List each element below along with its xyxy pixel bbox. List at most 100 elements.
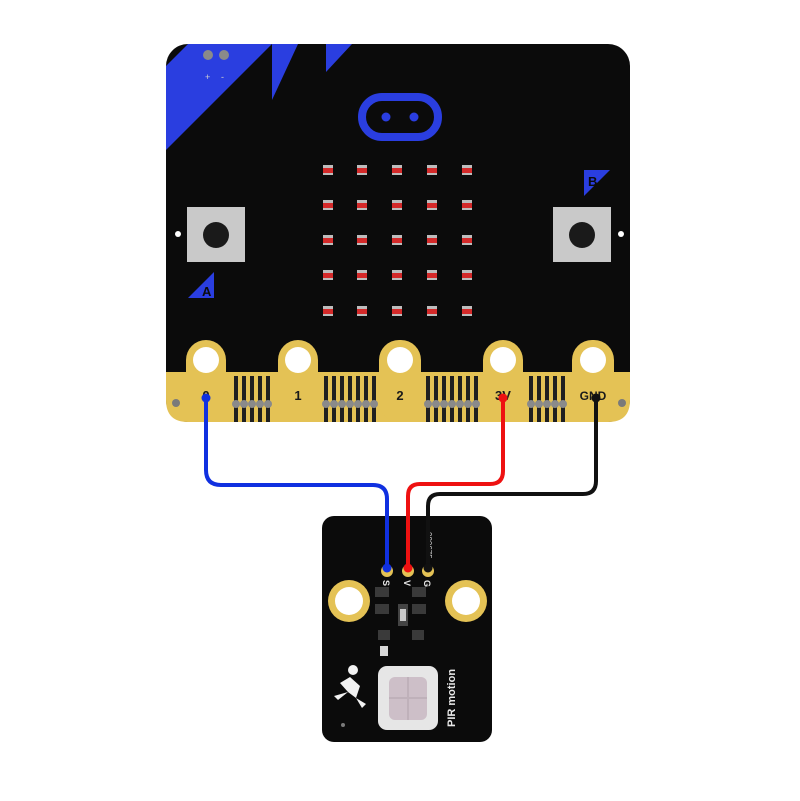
- led-glow-1-1: [357, 203, 367, 208]
- edge-finger-contact: [440, 400, 448, 408]
- edge-finger-contact: [240, 400, 248, 408]
- edge-finger: [258, 376, 262, 422]
- led-glow-3-1: [357, 273, 367, 278]
- edge-finger-contact: [559, 400, 567, 408]
- edge-finger: [545, 376, 549, 422]
- edge-finger-contact: [424, 400, 432, 408]
- led-glow-4-2: [392, 309, 402, 314]
- edge-finger-contact: [543, 400, 551, 408]
- edge-finger-contact: [448, 400, 456, 408]
- led-glow-0-1: [357, 168, 367, 173]
- led-glow-1-2: [392, 203, 402, 208]
- led-glow-4-0: [323, 309, 333, 314]
- edge-finger-contact: [264, 400, 272, 408]
- edge-finger-contact: [354, 400, 362, 408]
- edge-finger-contact: [535, 400, 543, 408]
- edge-connector: [166, 340, 630, 422]
- wire-gnd: [426, 396, 598, 571]
- led-glow-4-1: [357, 309, 367, 314]
- edge-finger-contact: [456, 400, 464, 408]
- edge-finger: [364, 376, 368, 422]
- led-glow-2-0: [323, 238, 333, 243]
- edge-finger-contact: [551, 400, 559, 408]
- sensor-pin-v: V: [402, 580, 412, 586]
- wire-gnd-end-sensor: [423, 563, 433, 573]
- led-glow-1-4: [462, 203, 472, 208]
- microbit-board: + - A B: [166, 44, 630, 422]
- edge-finger: [372, 376, 376, 422]
- edge-finger: [324, 376, 328, 422]
- led-glow-3-0: [323, 273, 333, 278]
- wire-3v: [406, 396, 505, 571]
- edge-finger: [434, 376, 438, 422]
- led-matrix: [323, 165, 472, 316]
- wires: [201, 393, 601, 573]
- edge-finger-contact: [527, 400, 535, 408]
- edge-finger: [537, 376, 541, 422]
- edge-finger-contact: [322, 400, 330, 408]
- edge-finger-contact: [432, 400, 440, 408]
- blue-corner-accent: [166, 44, 272, 150]
- edge-finger: [561, 376, 565, 422]
- edge-finger: [474, 376, 478, 422]
- edge-finger: [348, 376, 352, 422]
- led-glow-1-3: [427, 203, 437, 208]
- led-glow-2-1: [357, 238, 367, 243]
- edge-finger-contact: [232, 400, 240, 408]
- edge-finger: [266, 376, 270, 422]
- edge-finger: [340, 376, 344, 422]
- edge-finger: [234, 376, 238, 422]
- wire-3v-end-board: [498, 393, 508, 403]
- wire-signal: [204, 396, 389, 571]
- edge-finger-contact: [256, 400, 264, 408]
- power-plus-label: +: [205, 72, 210, 82]
- led-glow-3-2: [392, 273, 402, 278]
- button-b-label: B: [588, 174, 597, 189]
- microbit-logo: [358, 93, 442, 141]
- button-a-label: A: [202, 284, 212, 299]
- wire-gnd-end-board: [591, 393, 601, 403]
- led-glow-2-3: [427, 238, 437, 243]
- edge-finger: [442, 376, 446, 422]
- blue-stripe-2: [326, 44, 352, 72]
- blue-stripe-1: [272, 44, 298, 100]
- led-glow-4-3: [427, 309, 437, 314]
- edge-finger: [332, 376, 336, 422]
- edge-finger-contact: [346, 400, 354, 408]
- led-glow-4-4: [462, 309, 472, 314]
- sensor-pin-s: S: [381, 580, 391, 586]
- wire-signal-end-sensor: [382, 563, 392, 573]
- edge-finger: [250, 376, 254, 422]
- edge-finger-contact: [362, 400, 370, 408]
- pin-label-2: 2: [396, 388, 403, 403]
- edge-finger-contact: [472, 400, 480, 408]
- led-glow-3-4: [462, 273, 472, 278]
- button-a-marker: [188, 272, 214, 298]
- led-glow-3-3: [427, 273, 437, 278]
- sensor-name: PIR motion: [446, 669, 458, 727]
- edge-finger-contact: [248, 400, 256, 408]
- pin-label-1: 1: [294, 388, 301, 403]
- led-glow-2-4: [462, 238, 472, 243]
- edge-finger: [466, 376, 470, 422]
- power-minus-label: -: [221, 72, 224, 82]
- edge-finger: [553, 376, 557, 422]
- edge-finger-contact: [338, 400, 346, 408]
- edge-finger: [242, 376, 246, 422]
- edge-finger: [529, 376, 533, 422]
- edge-finger: [450, 376, 454, 422]
- sensor-pin-g: G: [422, 580, 432, 587]
- button-b-marker: [584, 170, 610, 196]
- edge-finger: [458, 376, 462, 422]
- led-glow-0-0: [323, 168, 333, 173]
- edge-finger-contact: [330, 400, 338, 408]
- edge-finger-contact: [464, 400, 472, 408]
- wire-signal-end-board: [201, 393, 211, 403]
- edge-finger: [356, 376, 360, 422]
- running-person-icon: [334, 665, 366, 708]
- wire-3v-end-sensor: [403, 563, 413, 573]
- led-glow-0-3: [427, 168, 437, 173]
- led-glow-0-2: [392, 168, 402, 173]
- led-glow-2-2: [392, 238, 402, 243]
